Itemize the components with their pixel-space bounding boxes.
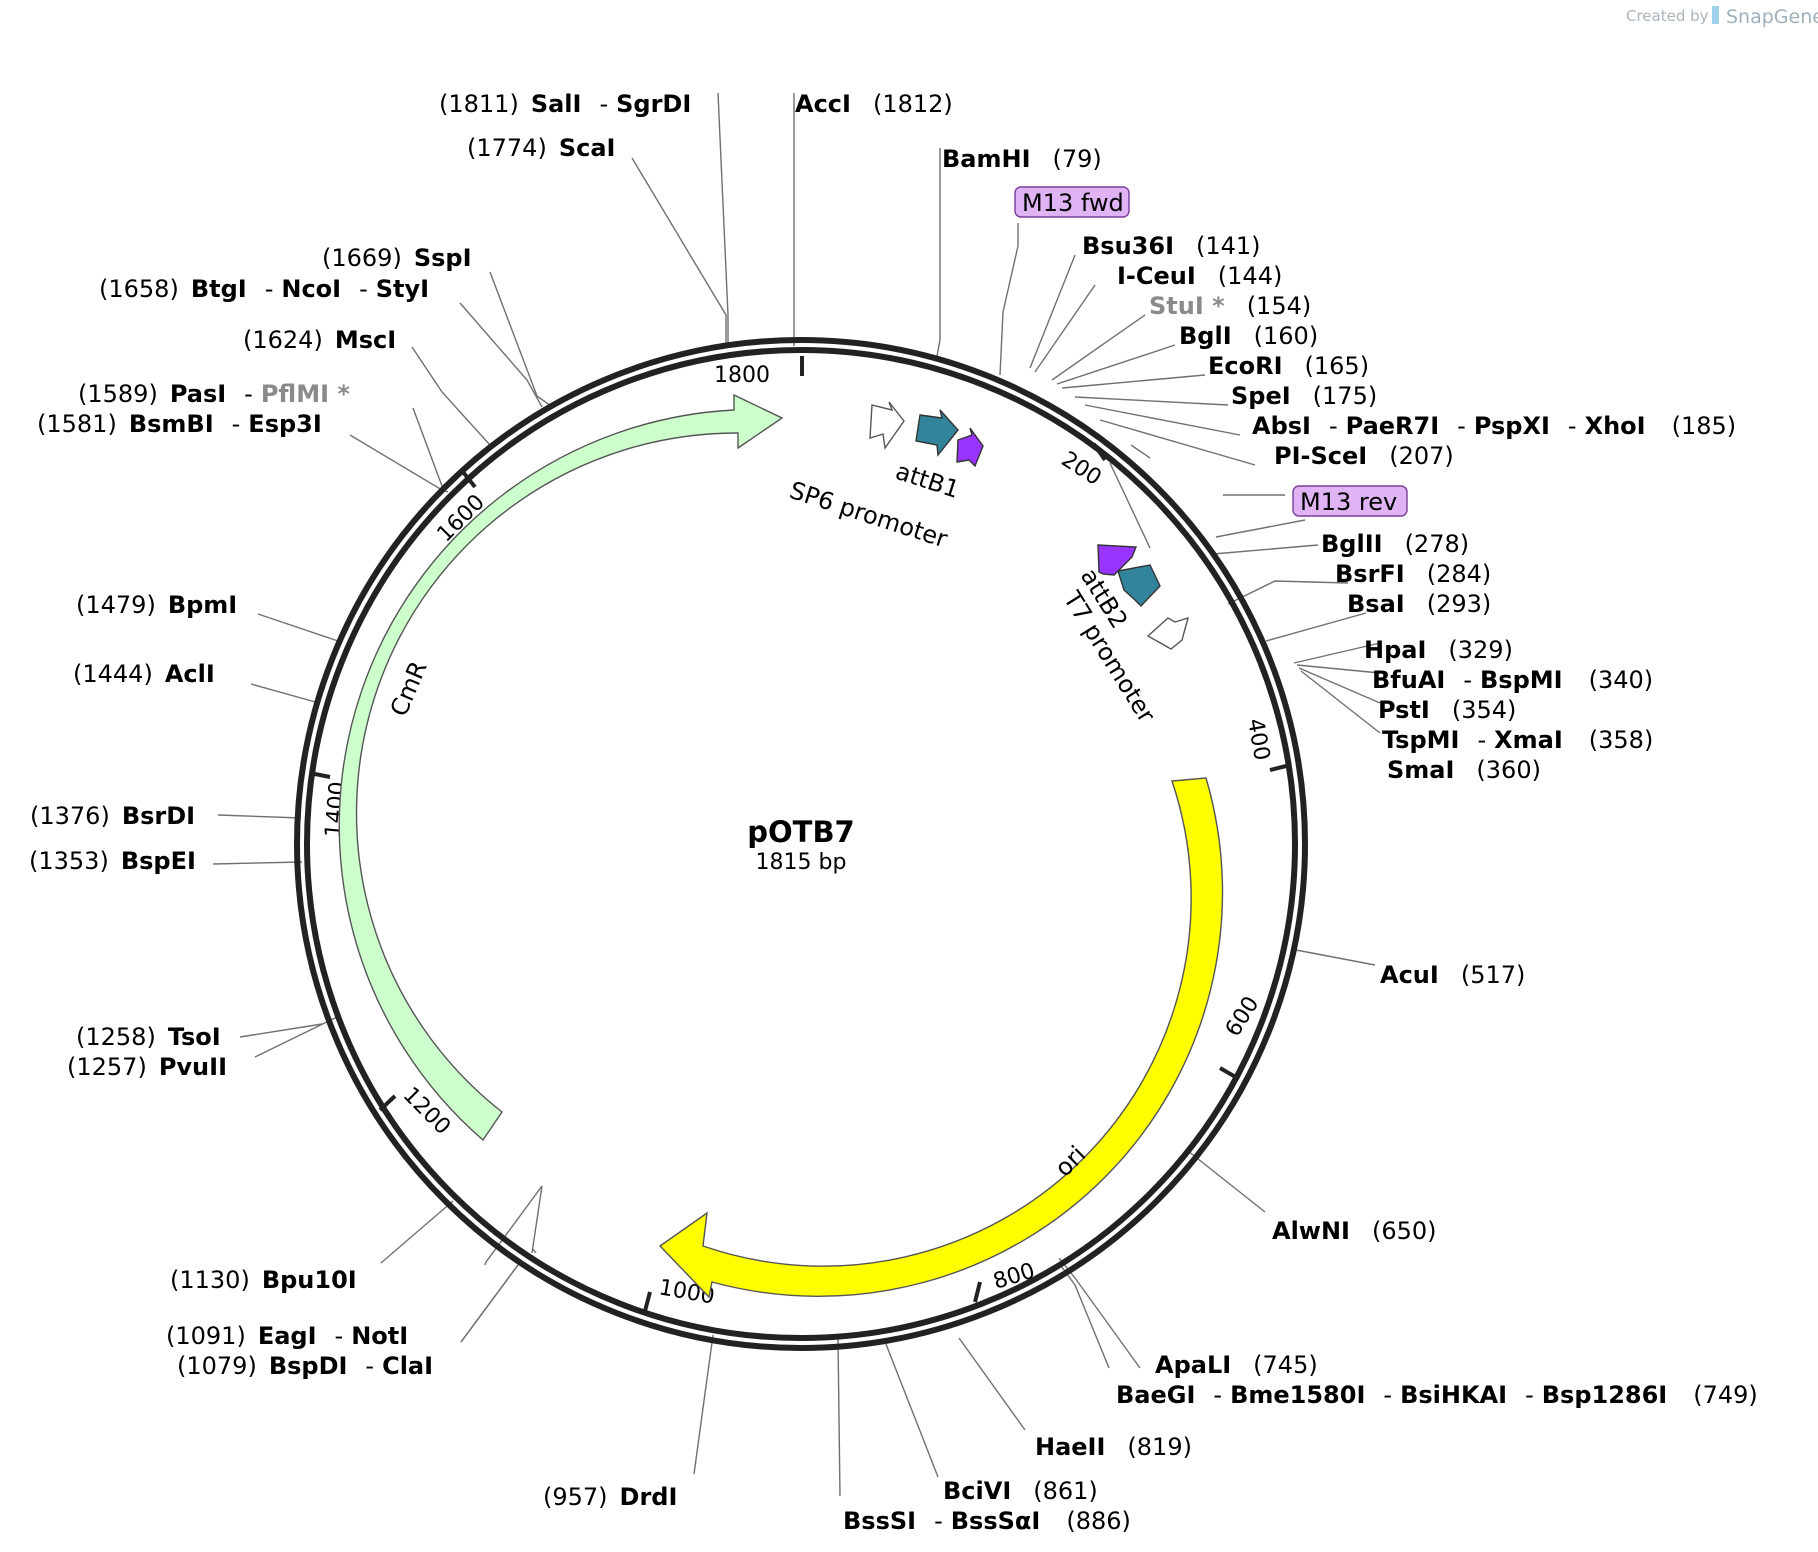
primer-m13-fwd[interactable]: M13 fwd — [1014, 186, 1130, 218]
site-label-bglII[interactable]: BglII(278) — [1321, 530, 1469, 558]
site-label-salI[interactable]: (1811)SalI-SgrDI — [439, 90, 691, 118]
plasmid-length: 1815 bp — [756, 850, 847, 875]
tick-label: 1800 — [714, 363, 770, 388]
site-label-haeII[interactable]: HaeII(819) — [1035, 1433, 1192, 1461]
tick-marks — [309, 356, 1291, 1312]
attb2-purple-arrow[interactable] — [1097, 544, 1138, 576]
attb1-feature-arrow[interactable] — [915, 409, 959, 457]
primer-m13-rev[interactable]: M13 rev — [1292, 485, 1408, 517]
site-label-mscI[interactable]: (1624)MscI — [243, 326, 396, 354]
t7-promoter-arrow[interactable] — [1146, 616, 1190, 650]
site-label-pvuII[interactable]: (1257)PvuII — [67, 1053, 227, 1081]
site-label-stuI[interactable]: StuI *(154) — [1149, 292, 1311, 320]
site-label-pi-sceI[interactable]: PI-SceI(207) — [1274, 442, 1454, 470]
snapgene-credit: Created by SnapGene — [1626, 6, 1818, 28]
site-label-bciVI[interactable]: BciVI(861) — [943, 1477, 1098, 1505]
site-label-bsaI[interactable]: BsaI(293) — [1347, 590, 1491, 618]
site-label-apaLI[interactable]: ApaLI(745) — [1155, 1351, 1318, 1379]
credit-prefix: Created by — [1626, 7, 1709, 25]
site-label-bfuAI[interactable]: BfuAI-BspMI(340) — [1372, 666, 1653, 694]
attb1-purple-arrow[interactable] — [956, 427, 984, 468]
m13-fwd-label: M13 fwd — [1022, 189, 1124, 217]
site-label-baeGI[interactable]: BaeGI-Bme1580I-BsiHKAI-Bsp1286I(749) — [1116, 1381, 1758, 1409]
tick-label: 400 — [1242, 717, 1274, 763]
site-label-sspI[interactable]: (1669)SspI — [322, 244, 472, 272]
leader-lines — [212, 92, 1381, 1497]
backbone-outer-ring — [294, 337, 1308, 1351]
site-label-btgI[interactable]: (1658)BtgI-NcoI-StyI — [99, 275, 429, 303]
attb2-feature-arrow[interactable] — [1117, 564, 1161, 608]
site-label-scaI[interactable]: (1774)ScaI — [467, 134, 615, 162]
site-label-accI[interactable]: AccI(1812) — [795, 90, 953, 118]
site-label-acuI[interactable]: AcuI(517) — [1380, 961, 1525, 989]
plasmid-name: pOTB7 — [747, 815, 854, 849]
site-label-tsoI[interactable]: (1258)TsoI — [76, 1023, 221, 1051]
credit-brand: SnapGene — [1726, 6, 1818, 28]
restriction-site-labels: (1811)SalI-SgrDI AccI(1812) (1774)ScaI B… — [29, 90, 1758, 1535]
sp6-promoter-arrow[interactable] — [869, 401, 905, 450]
site-label-bsrDI[interactable]: (1376)BsrDI — [30, 802, 195, 830]
site-label-bssSI[interactable]: BssSI-BssSαI(886) — [843, 1507, 1131, 1535]
snapgene-logo-icon — [1712, 6, 1719, 24]
site-label-bsrFI[interactable]: BsrFI(284) — [1335, 560, 1491, 588]
site-label-tspMI[interactable]: TspMI-XmaI(358) — [1382, 726, 1653, 754]
cmr-feature-label: CmR — [385, 657, 433, 720]
site-label-bamHI[interactable]: BamHI(79) — [942, 145, 1102, 173]
site-label-bspEI[interactable]: (1353)BspEI — [29, 847, 196, 875]
site-label-pstI[interactable]: PstI(354) — [1378, 696, 1516, 724]
site-label-bpmI[interactable]: (1479)BpmI — [76, 591, 237, 619]
site-label-bpu10I[interactable]: (1130)Bpu10I — [170, 1266, 357, 1294]
site-label-bsu36I[interactable]: Bsu36I(141) — [1082, 232, 1261, 260]
ori-feature-arrow[interactable] — [658, 777, 1224, 1299]
site-label-aclI[interactable]: (1444)AclI — [73, 660, 215, 688]
site-label-smaI[interactable]: SmaI(360) — [1387, 756, 1541, 784]
site-label-eagI[interactable]: (1091)EagI-NotI — [166, 1322, 408, 1350]
site-label-hpaI[interactable]: HpaI(329) — [1364, 636, 1513, 664]
attb1-label: attB1 — [892, 457, 963, 504]
site-label-pasI[interactable]: (1589)PasI-PflMI * — [78, 380, 350, 408]
m13-rev-box — [1292, 485, 1408, 517]
site-label-absI[interactable]: AbsI-PaeR7I-PspXI-XhoI(185) — [1252, 412, 1736, 440]
site-label-alwNI[interactable]: AlwNI(650) — [1272, 1217, 1437, 1245]
site-label-bglI[interactable]: BglI(160) — [1179, 322, 1318, 350]
site-label-speI[interactable]: SpeI(175) — [1231, 382, 1377, 410]
site-label-bspDI[interactable]: (1079)BspDI-ClaI — [177, 1352, 433, 1380]
site-label-drdI[interactable]: (957)DrdI — [543, 1483, 677, 1511]
site-label-ecoRI[interactable]: EcoRI(165) — [1208, 352, 1369, 380]
cmr-feature-arrow[interactable] — [338, 393, 784, 1142]
m13-rev-label: M13 rev — [1300, 488, 1397, 516]
m13-fwd-box — [1014, 186, 1130, 218]
site-label-bsmBI[interactable]: (1581)BsmBI-Esp3I — [37, 410, 322, 438]
site-label-i-ceuI[interactable]: I-CeuI(144) — [1117, 262, 1282, 290]
backbone-inner-ring — [304, 347, 1298, 1341]
